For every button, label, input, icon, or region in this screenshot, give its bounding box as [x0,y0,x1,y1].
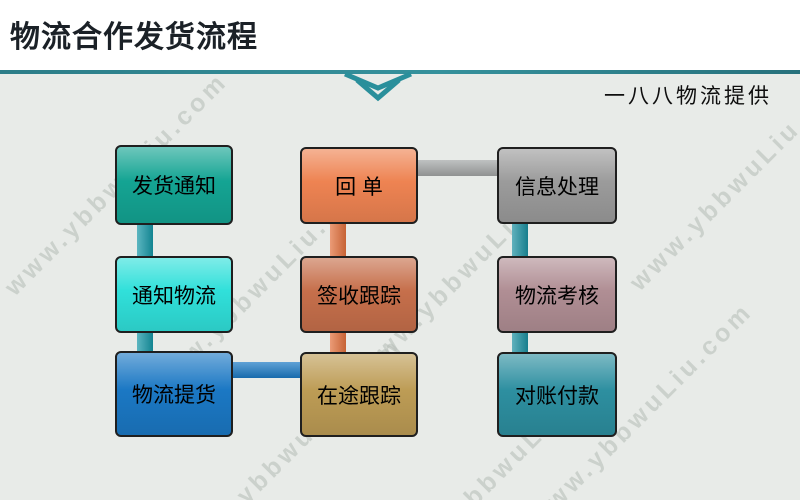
provider-text: 一八八物流提供 [604,85,772,108]
flow-box-reconciliation-payment: 对账付款 [497,352,617,437]
connector-receipt-to-info-processing [390,160,530,176]
flow-box-transit-tracking: 在途跟踪 [300,352,418,437]
header-separator-line [0,70,800,74]
flow-box-notify-logistics: 通知物流 [115,256,233,333]
chevron-down-icon [344,72,412,102]
flow-box-info-processing: 信息处理 [497,147,617,224]
flow-box-signoff-tracking: 签收跟踪 [300,256,418,333]
page-title: 物流合作发货流程 [10,21,258,54]
header: 物流合作发货流程 [0,0,800,70]
flow-box-shipping-notice: 发货通知 [115,145,233,225]
flow-box-receipt: 回 单 [300,147,418,224]
flow-box-logistics-pickup: 物流提货 [115,351,233,437]
flow-box-logistics-assessment: 物流考核 [497,256,617,333]
